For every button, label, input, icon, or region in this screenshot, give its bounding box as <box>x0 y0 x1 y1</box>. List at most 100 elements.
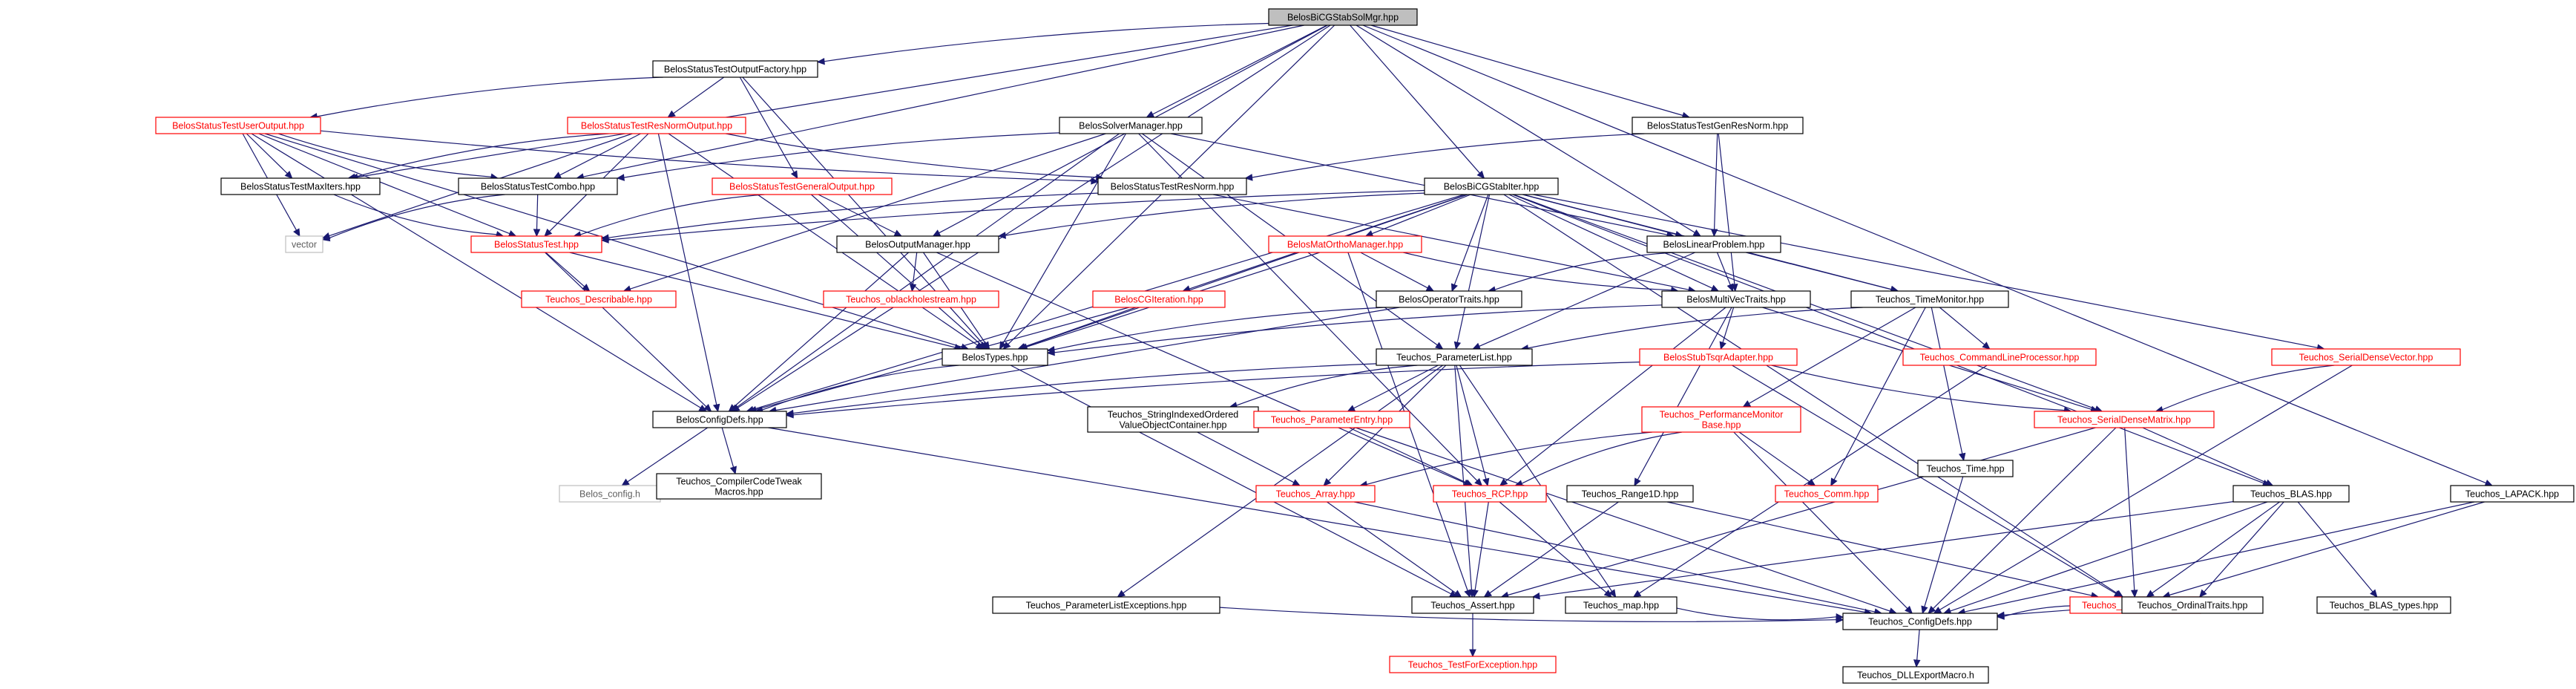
node-stgo[interactable]: BelosStatusTestGeneralOutput.hpp <box>712 177 893 195</box>
edge-line <box>2152 501 2280 594</box>
node-label: BelosStatusTestOutputFactory.hpp <box>664 65 806 75</box>
node-ttm[interactable]: Teuchos_TimeMonitor.hpp <box>1850 290 2009 308</box>
node-box <box>1566 485 1694 503</box>
edge-arrowhead <box>1453 590 1462 598</box>
edge-tpl-to-trcp <box>1456 365 1490 487</box>
node-tcomm[interactable]: Teuchos_Comm.hpp <box>1775 485 1879 503</box>
node-label: Teuchos_DLLExportMacro.h <box>1857 670 1974 681</box>
node-label: BelosStatusTestGenResNorm.hpp <box>1647 121 1788 131</box>
edge-line <box>608 189 1425 241</box>
edge-line <box>1950 501 2268 612</box>
edge-lp-to-tpl <box>1472 252 1695 350</box>
node-label: BelosStatusTestResNorm.hpp <box>1111 182 1235 192</box>
edge-line <box>1360 252 1428 289</box>
node-stc[interactable]: BelosStatusTestCombo.hpp <box>458 177 618 195</box>
node-tcd[interactable]: Teuchos_ConfigDefs.hpp <box>1842 613 1998 630</box>
edge-arrowhead <box>1959 452 1966 462</box>
node-tarr[interactable]: Teuchos_Array.hpp <box>1255 485 1376 503</box>
edge-st-to-tdesc <box>545 252 591 292</box>
node-bt[interactable]: BelosTypes.hpp <box>942 348 1048 366</box>
node-label: BelosStatusTestCombo.hpp <box>481 182 595 192</box>
node-om[interactable]: BelosOutputManager.hpp <box>836 235 999 253</box>
node-bcd[interactable]: BelosConfigDefs.hpp <box>652 411 787 428</box>
node-ot[interactable]: BelosOperatorTraits.hpp <box>1376 290 1522 308</box>
node-stof[interactable]: BelosStatusTestOutputFactory.hpp <box>652 60 818 78</box>
node-trcp[interactable]: Teuchos_RCP.hpp <box>1433 485 1547 503</box>
node-tple[interactable]: Teuchos_ParameterListExceptions.hpp <box>992 596 1220 614</box>
edge-tarr-to-tassert <box>1327 501 1462 598</box>
node-tsdv[interactable]: Teuchos_SerialDenseVector.hpp <box>2271 348 2461 366</box>
edge-arrowhead <box>1450 283 1458 293</box>
node-label: Macros.hpp <box>714 487 763 497</box>
edge-tpm-to-tcd <box>1733 431 1913 614</box>
node-sm[interactable]: BelosSolverManager.hpp <box>1059 117 1203 134</box>
node-bconf[interactable]: Belos_config.h <box>559 485 661 503</box>
node-label: BelosConfigDefs.hpp <box>676 415 763 425</box>
edge-arrowhead <box>1244 174 1253 181</box>
node-box <box>1661 290 1811 308</box>
edge-ot-to-bcd <box>768 307 1400 414</box>
node-ttime[interactable]: Teuchos_Time.hpp <box>1917 460 2014 477</box>
edge-st-to-bcd <box>545 252 712 412</box>
edge-bicgi-to-ot <box>1450 194 1489 293</box>
edge-stof-to-stgo <box>739 76 798 180</box>
node-tpl[interactable]: Teuchos_ParameterList.hpp <box>1376 348 1533 366</box>
node-stuo[interactable]: BelosStatusTestUserOutput.hpp <box>155 117 321 134</box>
node-box <box>1087 406 1259 433</box>
node-tblast[interactable]: Teuchos_BLAS_types.hpp <box>2316 596 2451 614</box>
node-tdesc[interactable]: Teuchos_Describable.hpp <box>521 290 677 308</box>
node-tclp[interactable]: Teuchos_CommandLineProcessor.hpp <box>1902 348 2097 366</box>
edge-tblas-to-tordt <box>2198 501 2284 598</box>
edge-arrowhead <box>698 404 708 412</box>
node-cgi[interactable]: BelosCGIteration.hpp <box>1092 290 1226 308</box>
node-tdll[interactable]: Teuchos_DLLExportMacro.h <box>1842 666 1989 684</box>
node-bsta[interactable]: BelosStubTsqrAdapter.hpp <box>1639 348 1798 366</box>
node-mom[interactable]: BelosMatOrthoManager.hpp <box>1268 235 1422 253</box>
node-label: Teuchos_BLAS_types.hpp <box>2330 601 2439 611</box>
edge-arrowhead <box>816 57 825 65</box>
node-box <box>458 177 618 195</box>
edge-bsta-to-bcd <box>785 362 1640 419</box>
edge-arrowhead <box>785 411 794 419</box>
edge-arrowhead <box>1469 649 1476 658</box>
node-strn_out[interactable]: BelosStatusTestResNormOutput.hpp <box>567 117 746 134</box>
node-ttfe[interactable]: Teuchos_TestForException.hpp <box>1389 656 1557 673</box>
node-strn[interactable]: BelosStatusTestResNorm.hpp <box>1097 177 1247 195</box>
edge-line <box>580 194 765 235</box>
edge-line <box>1219 607 1837 622</box>
node-box <box>1902 348 2097 366</box>
edge-arrowhead <box>999 341 1007 350</box>
node-tblas[interactable]: Teuchos_BLAS.hpp <box>2232 485 2350 503</box>
node-label: BelosStatusTestUserOutput.hpp <box>172 121 304 131</box>
node-vec[interactable]: vector <box>285 235 323 253</box>
node-stgrn[interactable]: BelosStatusTestGenResNorm.hpp <box>1632 117 1804 134</box>
edge-line <box>627 427 709 483</box>
node-tmap[interactable]: Teuchos_map.hpp <box>1565 596 1678 614</box>
node-mvt[interactable]: BelosMultiVecTraits.hpp <box>1661 290 1811 308</box>
node-tassert[interactable]: Teuchos_Assert.hpp <box>1411 596 1534 614</box>
node-label: Teuchos_ConfigDefs.hpp <box>1868 617 1972 627</box>
node-tr1d[interactable]: Teuchos_Range1D.hpp <box>1566 485 1694 503</box>
edge-line <box>824 22 1269 62</box>
edge-line <box>1916 629 1920 661</box>
edge-tpl-to-tple <box>1117 365 1443 598</box>
edge-stgrn-to-lp <box>1710 133 1718 238</box>
node-box <box>1376 290 1522 308</box>
node-lp[interactable]: BelosLinearProblem.hpp <box>1646 235 1781 253</box>
node-tlapack[interactable]: Teuchos_LAPACK.hpp <box>2450 485 2575 503</box>
node-st[interactable]: BelosStatusTest.hpp <box>470 235 602 253</box>
edge-arrowhead <box>2264 479 2274 486</box>
node-tsdm[interactable]: Teuchos_SerialDenseMatrix.hpp <box>2034 411 2215 428</box>
node-bicgi[interactable]: BelosBiCGStabIter.hpp <box>1424 177 1559 195</box>
edge-arrowhead <box>712 403 720 413</box>
edge-arrowhead <box>1364 230 1374 237</box>
node-tobh[interactable]: Teuchos_oblackholestream.hpp <box>823 290 999 308</box>
node-tpe[interactable]: Teuchos_ParameterEntry.hpp <box>1253 411 1410 428</box>
node-stmi[interactable]: BelosStatusTestMaxIters.hpp <box>220 177 381 195</box>
node-tsio[interactable]: Teuchos_StringIndexedOrderedValueObjectC… <box>1087 406 1259 433</box>
node-tordt[interactable]: Teuchos_OrdinalTraits.hpp <box>2121 596 2264 614</box>
node-box <box>1565 596 1678 614</box>
node-root[interactable]: BelosBiCGStabSolMgr.hpp <box>1268 8 1418 26</box>
